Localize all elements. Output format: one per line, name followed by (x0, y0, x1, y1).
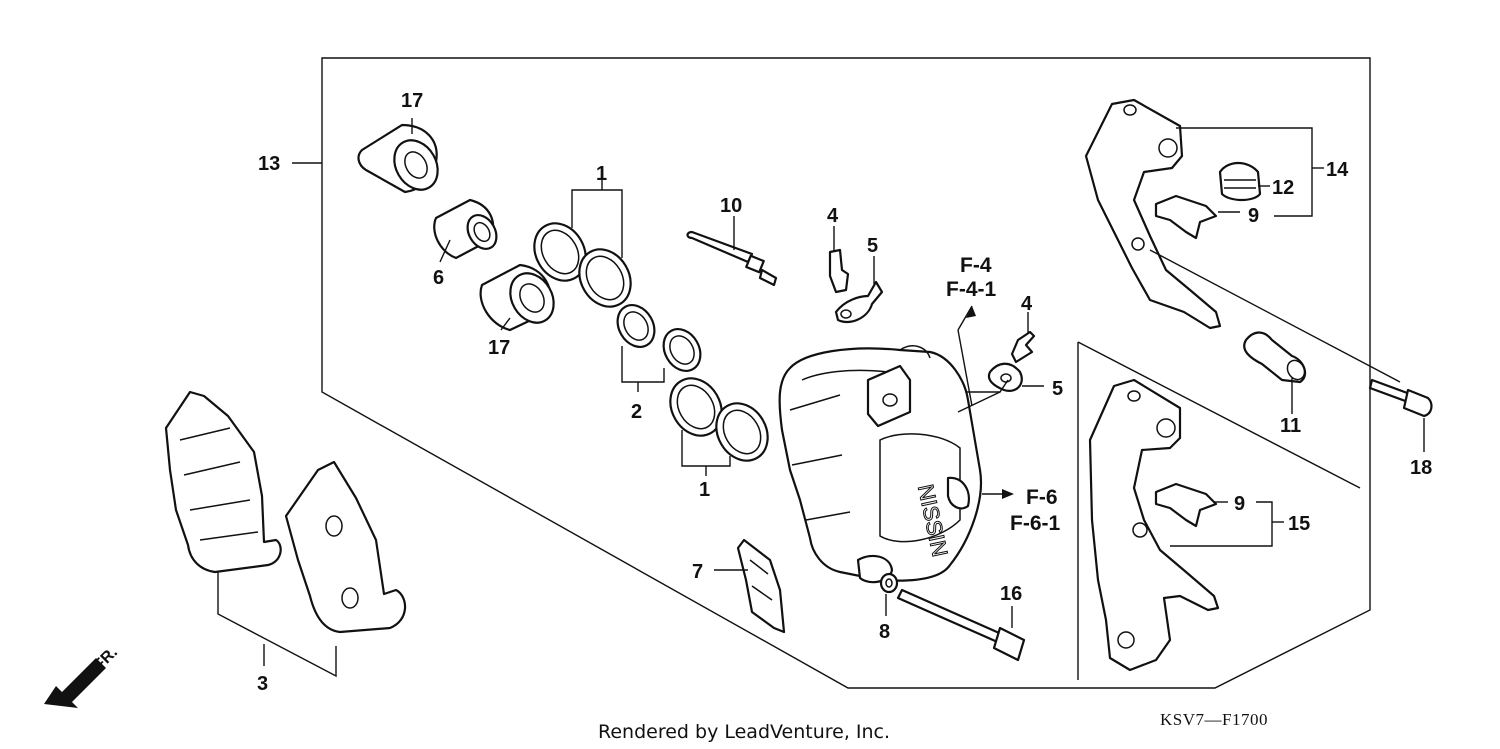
callout-5-upper: 5 (867, 235, 878, 257)
part-16-pin-bolt[interactable] (896, 588, 1026, 662)
callout-5-lower: 5 (1052, 378, 1063, 400)
footer-credit: Rendered by LeadVenture, Inc. (598, 721, 890, 743)
bracket-outline (1077, 341, 1361, 489)
part-9-clip-upper[interactable] (1154, 194, 1218, 240)
callout-8: 8 (879, 621, 890, 643)
drawing-code: KSV7—F1700 (1160, 710, 1268, 729)
callout-9-lower: 9 (1234, 493, 1245, 515)
callout-16: 16 (1000, 583, 1022, 605)
ref-f4-1: F-4-1 (946, 278, 996, 301)
callout-6: 6 (433, 267, 444, 289)
part-1-seal-pair-upper[interactable] (524, 214, 641, 316)
ref-f6: F-6 (1026, 486, 1058, 509)
part-15-bracket-lower[interactable] (1088, 378, 1220, 672)
callout-18: 18 (1410, 457, 1432, 479)
callout-7: 7 (692, 561, 703, 583)
part-4-bleeder-lower[interactable] (1010, 330, 1036, 364)
callout-4-lower: 4 (1021, 293, 1033, 315)
callout-9-upper: 9 (1248, 205, 1259, 227)
callout-17-lower: 17 (488, 337, 510, 359)
callout-1-lower: 1 (699, 479, 710, 501)
callout-17-upper: 17 (401, 90, 423, 112)
part-6-small-sleeve[interactable] (433, 198, 502, 260)
part-10-pin[interactable] (686, 230, 778, 287)
caliper-body[interactable]: NISSIN (778, 345, 982, 584)
callout-15: 15 (1288, 513, 1310, 535)
part-11-pin-boot[interactable] (1243, 331, 1308, 384)
ref-f4: F-4 (960, 254, 992, 277)
callout-4-upper: 4 (827, 205, 839, 227)
ref-f6-1: F-6-1 (1010, 512, 1060, 535)
part-9-clip-lower[interactable] (1154, 482, 1218, 528)
part-8-washer[interactable] (879, 572, 899, 594)
part-7-pad-spring[interactable] (736, 538, 786, 634)
part-14-bracket-upper[interactable] (1084, 98, 1222, 330)
callout-3: 3 (257, 673, 268, 695)
part-3-pad-right[interactable] (284, 460, 407, 634)
callout-14: 14 (1326, 159, 1349, 181)
part-5-bleeder-cap-lower[interactable] (987, 362, 1023, 392)
assembly-outline (321, 57, 1371, 689)
part-17-sleeve-upper[interactable] (357, 123, 447, 198)
front-arrow-icon: FR. (44, 644, 121, 708)
callout-10: 10 (720, 195, 742, 217)
part-2-seal-pair-small[interactable] (610, 298, 707, 377)
part-5-bleeder-cap-upper[interactable] (834, 280, 884, 324)
callout-1-upper: 1 (596, 163, 607, 185)
part-4-bleeder-upper[interactable] (828, 248, 850, 294)
part-1-seal-pair-lower[interactable] (660, 369, 778, 470)
part-3-pad-left[interactable] (164, 390, 282, 574)
part-18-bolt[interactable] (1368, 378, 1433, 418)
leader-lines (217, 118, 1425, 678)
callout-2: 2 (631, 401, 642, 423)
callout-11: 11 (1280, 415, 1301, 437)
callout-12: 12 (1272, 177, 1294, 199)
callout-13: 13 (258, 153, 280, 175)
part-12-boot[interactable] (1218, 161, 1262, 202)
part-17-sleeve-lower[interactable] (479, 263, 563, 332)
